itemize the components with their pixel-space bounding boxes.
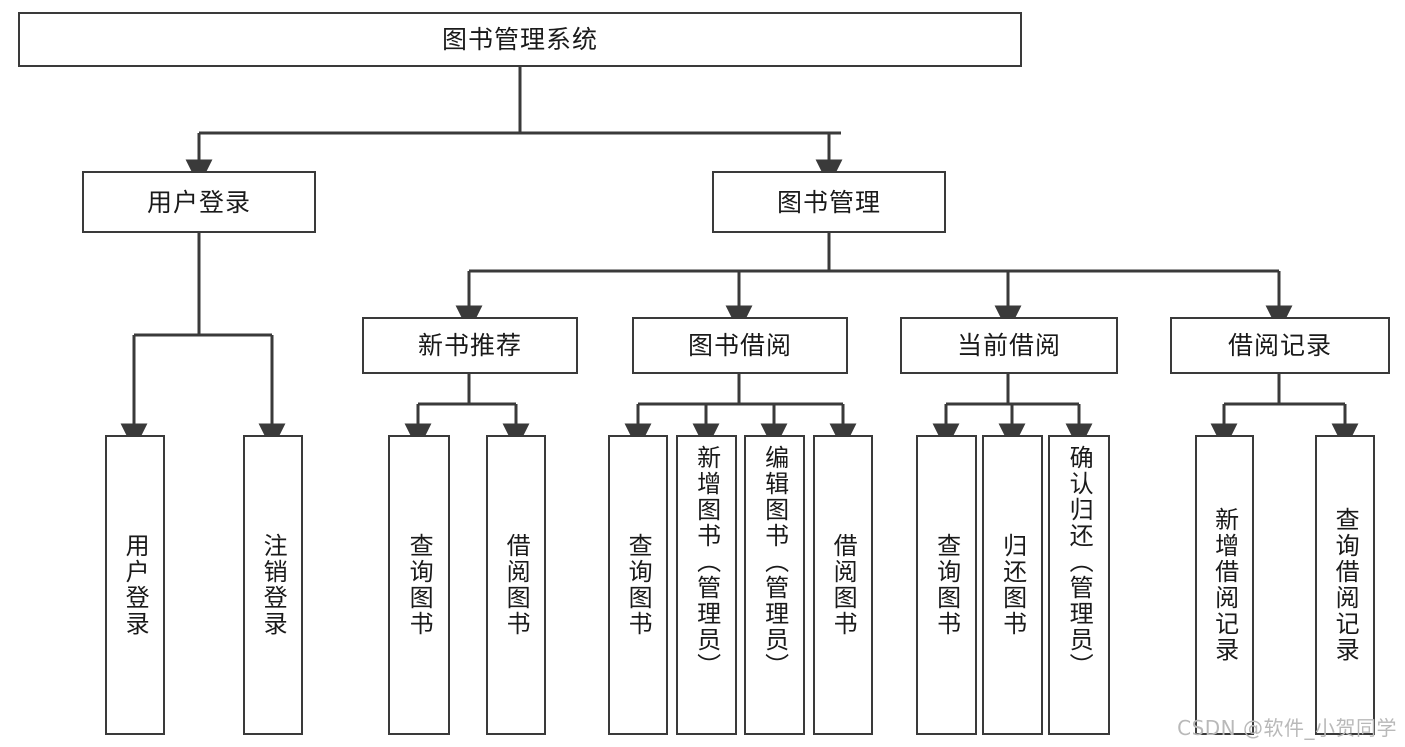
node-book-management[interactable]: 图书管理 xyxy=(712,171,946,233)
leaf-node-label: 查询借阅记录 xyxy=(1331,507,1360,663)
leaf-node-label: 查询图书 xyxy=(932,533,961,637)
leaf-node-label: 借阅图书 xyxy=(502,533,531,637)
leaf-node-label: 注销登录 xyxy=(259,533,288,637)
node-borrow-records[interactable]: 借阅记录 xyxy=(1170,317,1390,374)
node-book-borrow-label: 图书借阅 xyxy=(687,331,792,360)
node-root-label: 图书管理系统 xyxy=(441,25,598,54)
node-user-login-label: 用户登录 xyxy=(146,187,251,217)
leaf-node[interactable]: 新增图书（管理员） xyxy=(676,435,737,735)
leaf-node[interactable]: 查询图书 xyxy=(916,435,977,735)
node-user-login[interactable]: 用户登录 xyxy=(82,171,316,233)
leaf-node-label: 编辑图书（管理员） xyxy=(760,445,789,679)
leaf-node[interactable]: 借阅图书 xyxy=(486,435,546,735)
leaf-node-label: 新增借阅记录 xyxy=(1210,507,1239,663)
node-borrow-records-label: 借阅记录 xyxy=(1227,331,1332,360)
leaf-node[interactable]: 查询借阅记录 xyxy=(1315,435,1375,735)
leaf-node-label: 借阅图书 xyxy=(829,533,858,637)
node-new-book-recommend[interactable]: 新书推荐 xyxy=(362,317,578,374)
leaf-node[interactable]: 注销登录 xyxy=(243,435,303,735)
node-book-borrow[interactable]: 图书借阅 xyxy=(632,317,848,374)
leaf-node-label: 归还图书 xyxy=(998,533,1027,637)
leaf-node-label: 查询图书 xyxy=(624,533,653,637)
leaf-node-label: 新增图书（管理员） xyxy=(692,445,721,679)
node-current-borrow[interactable]: 当前借阅 xyxy=(900,317,1118,374)
leaf-node[interactable]: 查询图书 xyxy=(608,435,668,735)
node-current-borrow-label: 当前借阅 xyxy=(956,331,1061,360)
leaf-node-label: 确认归还（管理员） xyxy=(1065,445,1094,679)
leaf-node[interactable]: 归还图书 xyxy=(982,435,1043,735)
leaf-node[interactable]: 编辑图书（管理员） xyxy=(744,435,805,735)
leaf-node-label: 查询图书 xyxy=(405,533,434,637)
leaf-node[interactable]: 用户登录 xyxy=(105,435,165,735)
node-new-book-recommend-label: 新书推荐 xyxy=(417,331,522,360)
leaf-node[interactable]: 确认归还（管理员） xyxy=(1048,435,1110,735)
leaf-node[interactable]: 新增借阅记录 xyxy=(1195,435,1254,735)
leaf-node[interactable]: 查询图书 xyxy=(388,435,450,735)
node-book-management-label: 图书管理 xyxy=(776,187,881,217)
leaf-node[interactable]: 借阅图书 xyxy=(813,435,873,735)
node-root-system[interactable]: 图书管理系统 xyxy=(18,12,1022,67)
leaf-node-label: 用户登录 xyxy=(121,533,150,637)
watermark: CSDN @软件_小贺同学 xyxy=(1177,716,1397,740)
